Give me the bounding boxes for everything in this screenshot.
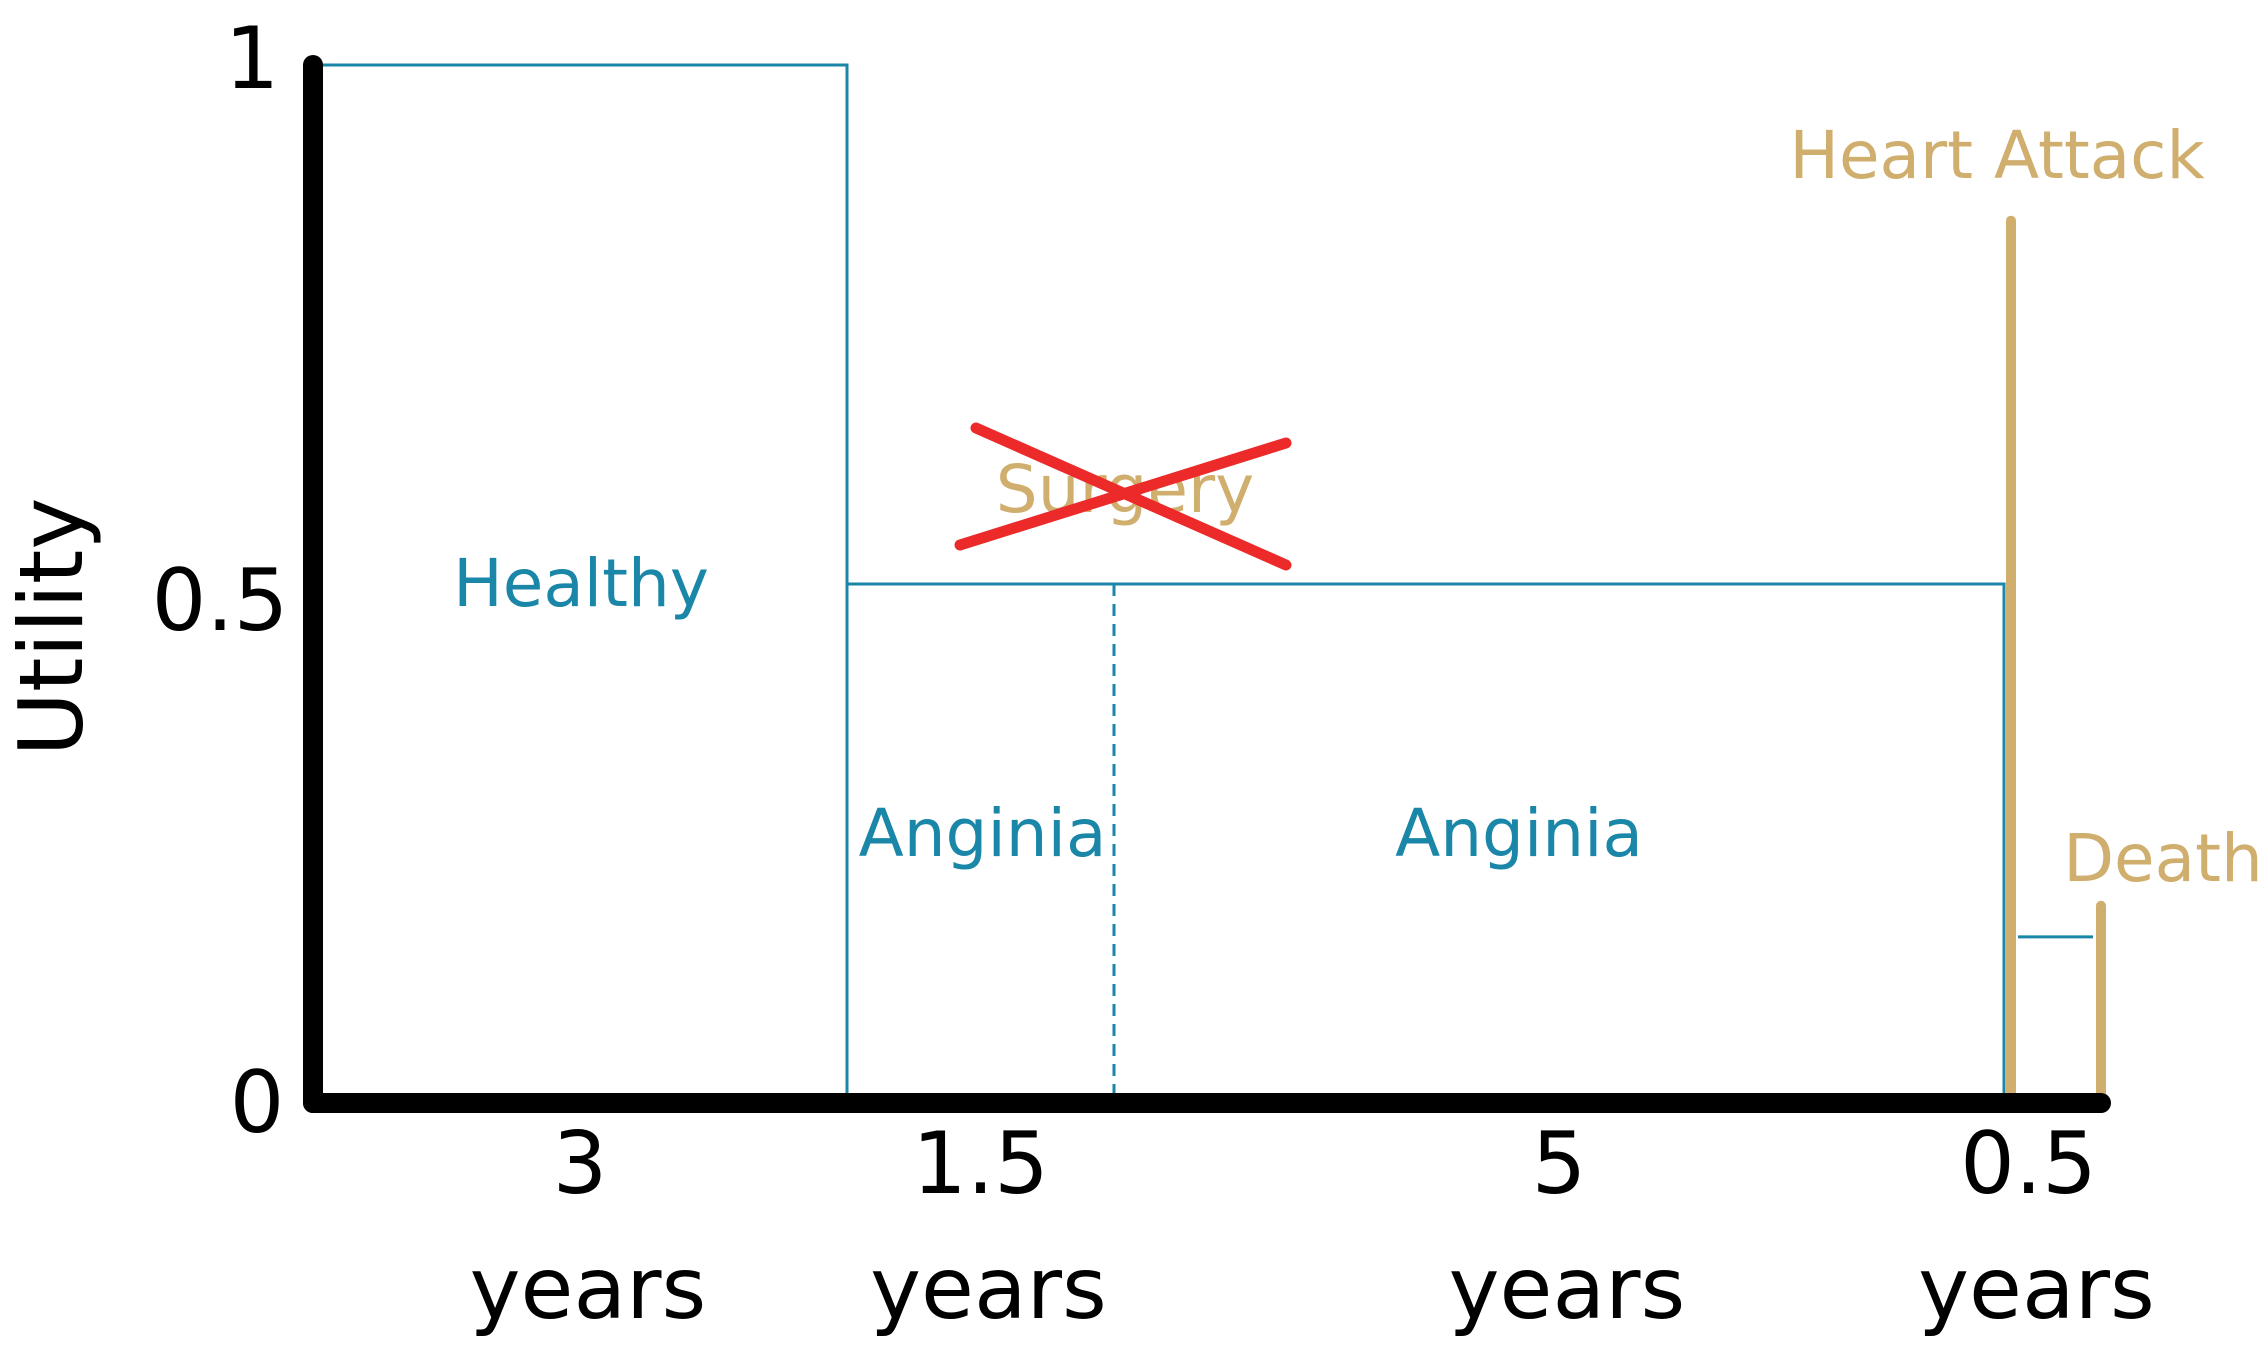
y-tick-0: 0 — [230, 1053, 285, 1153]
y-tick-1: 1 — [225, 9, 280, 109]
x-tick-label: 0.5 — [1960, 1114, 2097, 1214]
segment-label: Healthy — [453, 545, 709, 622]
segment-outline — [1114, 582, 2006, 1103]
y-tick-0.5: 0.5 — [152, 551, 289, 651]
y-axis-label: Utility — [0, 498, 103, 757]
cross-line — [954, 437, 1292, 551]
x-tick-label: 5 — [1532, 1114, 1587, 1214]
heart-attack-label: Heart Attack — [1789, 117, 2205, 194]
x-tick-unit: years — [470, 1239, 707, 1339]
x-tick-unit: years — [1918, 1239, 2155, 1339]
x-tick-unit: years — [870, 1239, 1107, 1339]
x-tick-unit: years — [1449, 1239, 1686, 1339]
x-tick-label: 3 — [553, 1114, 608, 1214]
segment-label: Anginia — [1395, 795, 1643, 872]
x-tick-label: 1.5 — [912, 1114, 1049, 1214]
segment-outline — [313, 63, 849, 1103]
death-label: Death — [2063, 820, 2261, 897]
segment-label: Anginia — [859, 795, 1107, 872]
